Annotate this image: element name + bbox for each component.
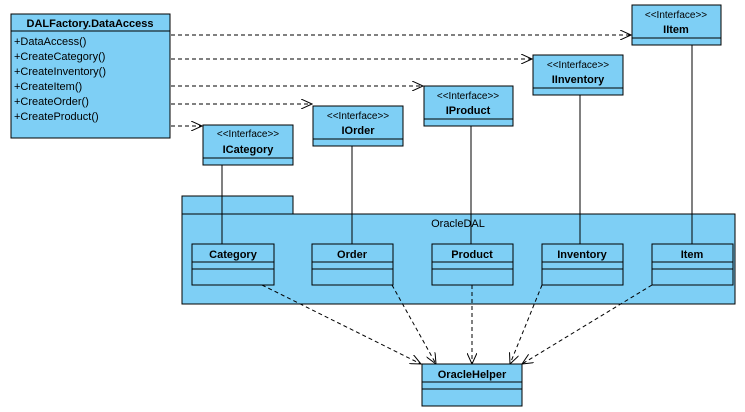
class-inventory[interactable]: Inventory: [541, 243, 624, 286]
factory-dependencies: [171, 35, 631, 126]
stereotype-label: <<Interface>>: [437, 91, 499, 102]
interface-name: IInventory: [552, 74, 605, 86]
factory-class[interactable]: DALFactory.DataAccess +DataAccess() +Cre…: [10, 13, 171, 139]
class-name: Inventory: [557, 249, 607, 261]
interface-iproduct[interactable]: <<Interface>> IProduct: [423, 85, 514, 127]
class-item[interactable]: Item: [651, 243, 734, 286]
factory-method: +DataAccess(): [14, 36, 86, 48]
dependency-arrow: [510, 284, 543, 364]
helper-dependencies: [261, 284, 653, 364]
class-name: Item: [681, 249, 704, 261]
interface-iinventory[interactable]: <<Interface>> IInventory: [532, 54, 624, 96]
factory-method: +CreateItem(): [14, 81, 82, 93]
stereotype-label: <<Interface>>: [217, 129, 279, 140]
factory-method: +CreateOrder(): [14, 96, 89, 108]
class-name: Category: [209, 249, 258, 261]
dependency-arrow: [522, 284, 653, 364]
class-name: Product: [451, 249, 493, 261]
dependency-arrow: [261, 284, 421, 364]
factory-class-name: DALFactory.DataAccess: [27, 18, 154, 30]
interface-name: IItem: [663, 24, 689, 36]
package-name: OracleDAL: [431, 218, 485, 230]
class-name: OracleHelper: [438, 369, 507, 381]
class-category[interactable]: Category: [191, 243, 275, 286]
factory-method: +CreateInventory(): [14, 66, 106, 78]
class-order[interactable]: Order: [311, 243, 394, 286]
stereotype-label: <<Interface>>: [327, 111, 389, 122]
stereotype-label: <<Interface>>: [645, 10, 707, 21]
interface-icategory[interactable]: <<Interface>> ICategory: [202, 124, 294, 166]
class-product[interactable]: Product: [431, 243, 514, 286]
factory-method: +CreateCategory(): [14, 51, 105, 63]
interface-name: ICategory: [223, 144, 275, 156]
class-oraclehelper[interactable]: OracleHelper: [421, 363, 523, 407]
class-name: Order: [337, 249, 368, 261]
factory-method: +CreateProduct(): [14, 111, 99, 123]
interface-iitem[interactable]: <<Interface>> IItem: [631, 4, 722, 46]
interface-name: IProduct: [446, 105, 491, 117]
dependency-arrow: [391, 284, 436, 364]
realization-lines: [221, 45, 693, 244]
stereotype-label: <<Interface>>: [547, 60, 609, 71]
interface-name: IOrder: [341, 125, 375, 137]
interface-iorder[interactable]: <<Interface>> IOrder: [312, 105, 404, 147]
